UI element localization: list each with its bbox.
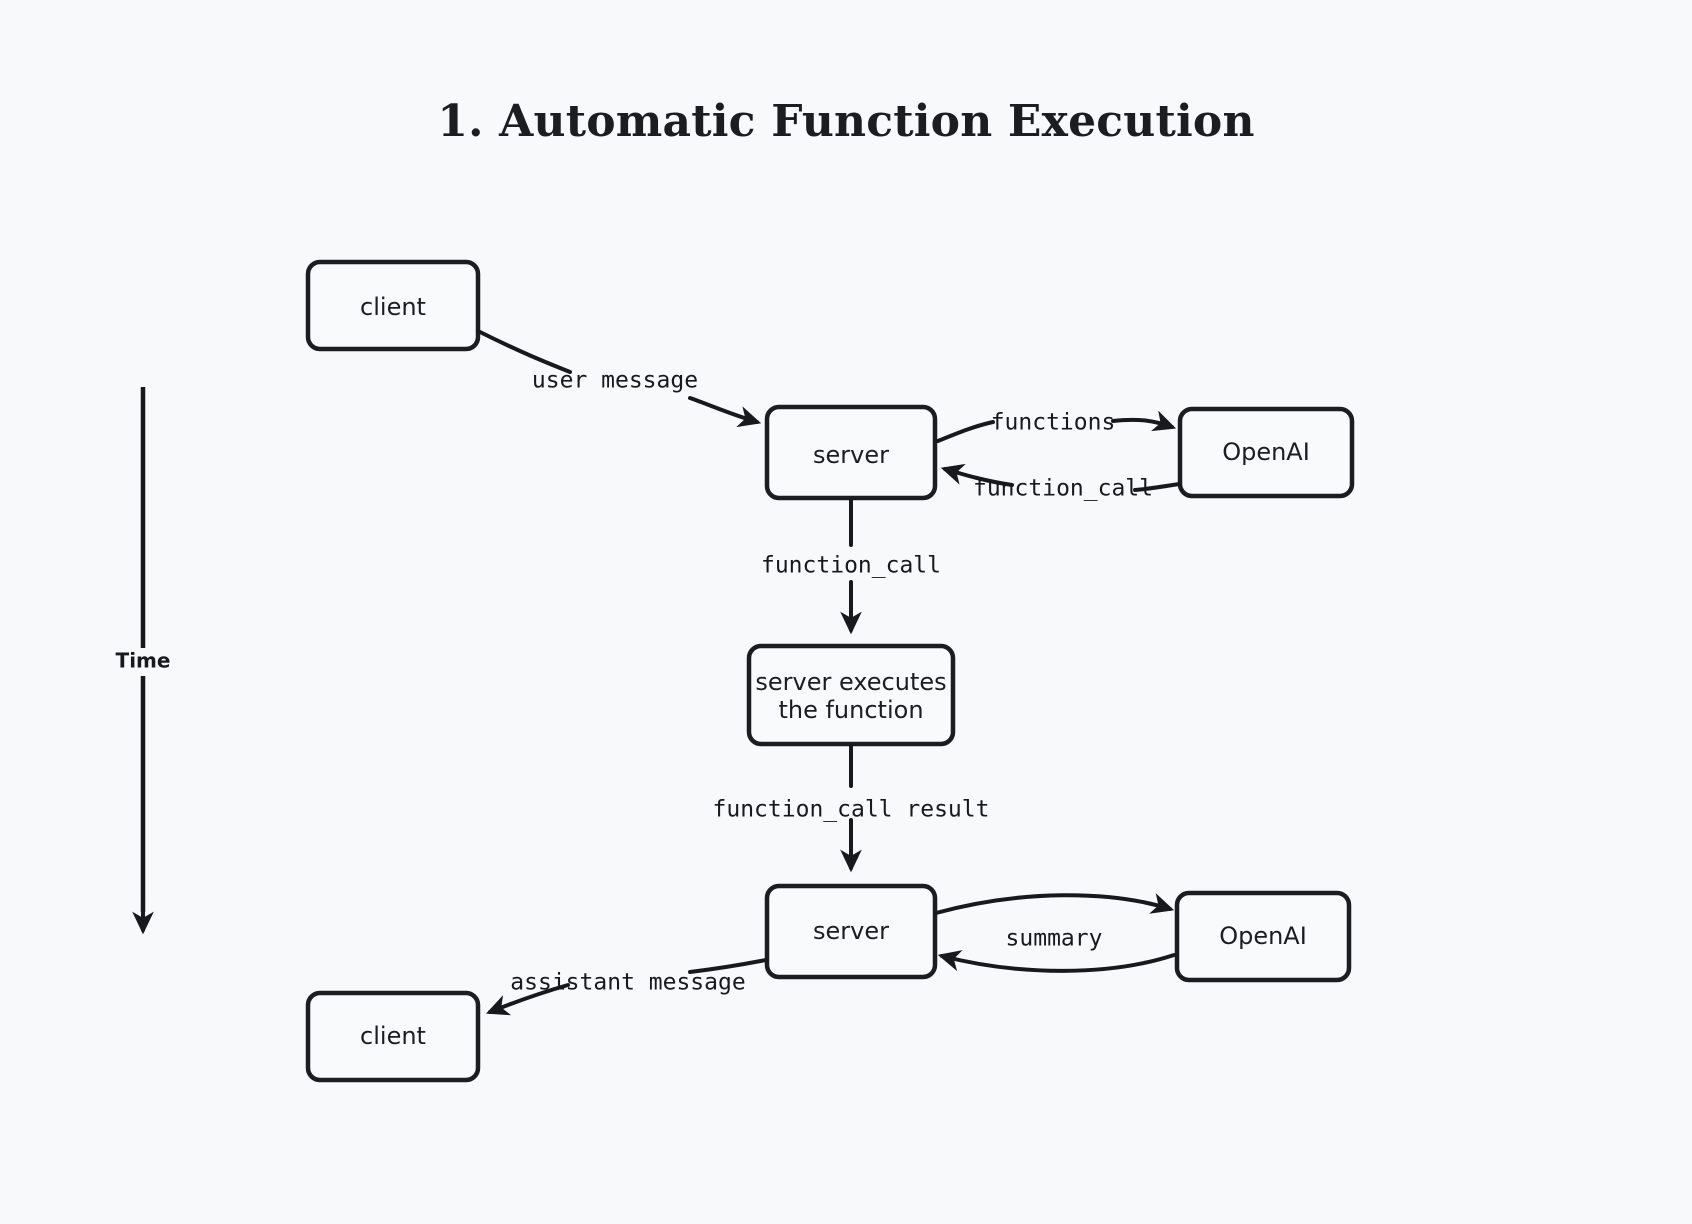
node-executor[interactable]: server executes the function (746, 643, 956, 747)
function-call-result-label: function_call result (713, 797, 990, 823)
server-bottom-label: server (813, 917, 889, 945)
server-bottom-box[interactable] (764, 883, 938, 980)
time-axis: Time (116, 387, 171, 935)
node-server-bottom[interactable]: server (764, 883, 938, 980)
edge-function-call-return: function_call (940, 463, 1181, 502)
executor-label-line2: the function (778, 696, 923, 724)
user-message-line-b (688, 396, 762, 428)
functions-label: functions (991, 410, 1116, 436)
edge-functions: functions (936, 410, 1177, 443)
assistant-message-line-b (485, 983, 570, 1016)
page-title: 1. Automatic Function Execution (437, 96, 1255, 147)
user-message-line-a (476, 329, 572, 374)
openai-top-label: OpenAI (1222, 438, 1310, 466)
node-openai-top[interactable]: OpenAI (1177, 406, 1355, 499)
edge-function-call-result: function_call result (713, 744, 990, 873)
server-top-label: server (813, 441, 889, 469)
assistant-message-label: assistant message (510, 970, 745, 996)
function-call-down-label: function_call (761, 553, 941, 579)
openai-top-box[interactable] (1177, 406, 1355, 499)
server-to-openai-bottom-line (934, 893, 1175, 915)
edge-server-to-openai-bottom (934, 893, 1175, 915)
client-top-label: client (360, 293, 426, 321)
edge-function-call-down: function_call (761, 498, 941, 635)
edge-summary: summary (937, 926, 1176, 973)
openai-bottom-label: OpenAI (1219, 922, 1307, 950)
function-call-return-line-a (1133, 482, 1181, 492)
node-openai-bottom[interactable]: OpenAI (1174, 890, 1352, 983)
functions-line-b (1111, 410, 1177, 432)
assistant-message-line-a (688, 958, 768, 974)
function-call-return-label: function_call (973, 476, 1153, 502)
summary-label: summary (1006, 926, 1103, 952)
user-message-label: user message (532, 368, 698, 394)
functions-line-a (936, 420, 995, 443)
function-call-return-line-b (940, 463, 1014, 487)
client-bottom-box[interactable] (305, 990, 481, 1083)
openai-bottom-box[interactable] (1174, 890, 1352, 983)
node-client-top[interactable]: client (305, 259, 481, 352)
node-server-top[interactable]: server (764, 404, 938, 501)
executor-label-line1: server executes (755, 668, 946, 696)
edge-user-message: user message (476, 329, 762, 428)
time-axis-label: Time (116, 649, 171, 673)
summary-line (937, 950, 1176, 973)
client-top-box[interactable] (305, 259, 481, 352)
node-client-bottom[interactable]: client (305, 990, 481, 1083)
client-bottom-label: client (360, 1022, 426, 1050)
edge-assistant-message: assistant message (485, 958, 768, 1016)
